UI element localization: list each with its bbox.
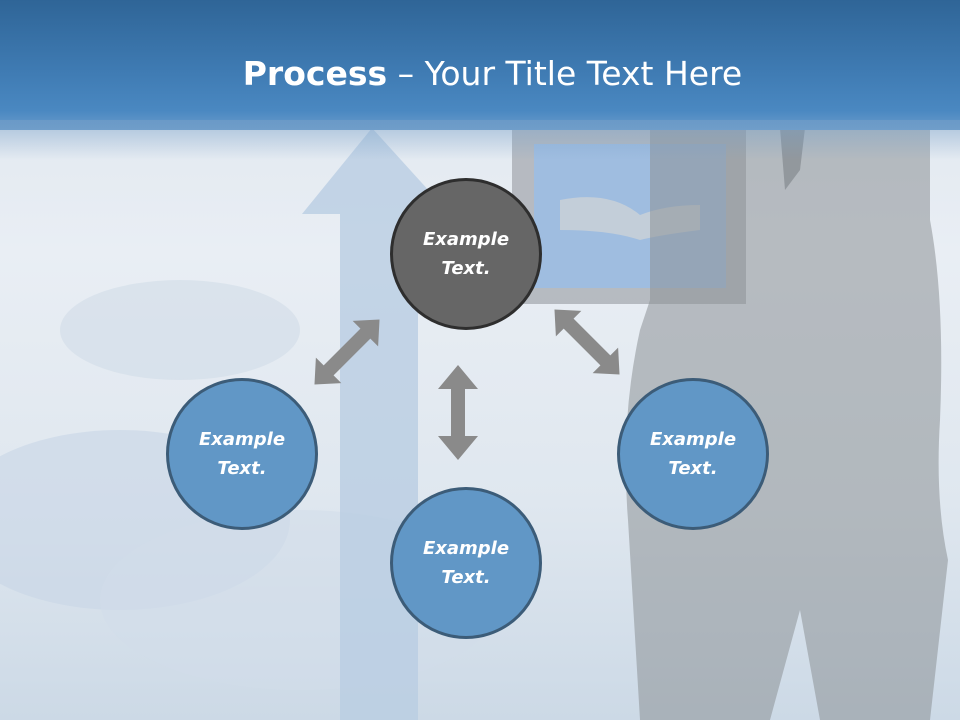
node-bottom-line2: Text.: [441, 567, 491, 588]
process-node-right: Example Text.: [617, 378, 769, 530]
process-node-top: Example Text.: [390, 178, 542, 330]
node-right-line2: Text.: [668, 458, 718, 479]
slide-title: Process – Your Title Text Here: [0, 52, 960, 96]
process-node-left: Example Text.: [166, 378, 318, 530]
node-top-line1: Example: [422, 229, 510, 250]
vertical-double-arrow: [438, 365, 478, 460]
node-left-line2: Text.: [217, 458, 267, 479]
node-right-line1: Example: [649, 429, 737, 450]
title-bar: [0, 0, 960, 130]
node-left-line1: Example: [198, 429, 286, 450]
right-diagonal-double-arrow: [554, 309, 620, 375]
title-bold: Process: [242, 54, 388, 93]
node-bottom-line1: Example: [422, 538, 510, 559]
title-rest: – Your Title Text Here: [387, 54, 743, 93]
title-bar-fade: [0, 120, 960, 160]
left-diagonal-double-arrow: [314, 319, 380, 385]
process-node-bottom: Example Text.: [390, 487, 542, 639]
node-top-line2: Text.: [441, 258, 491, 279]
